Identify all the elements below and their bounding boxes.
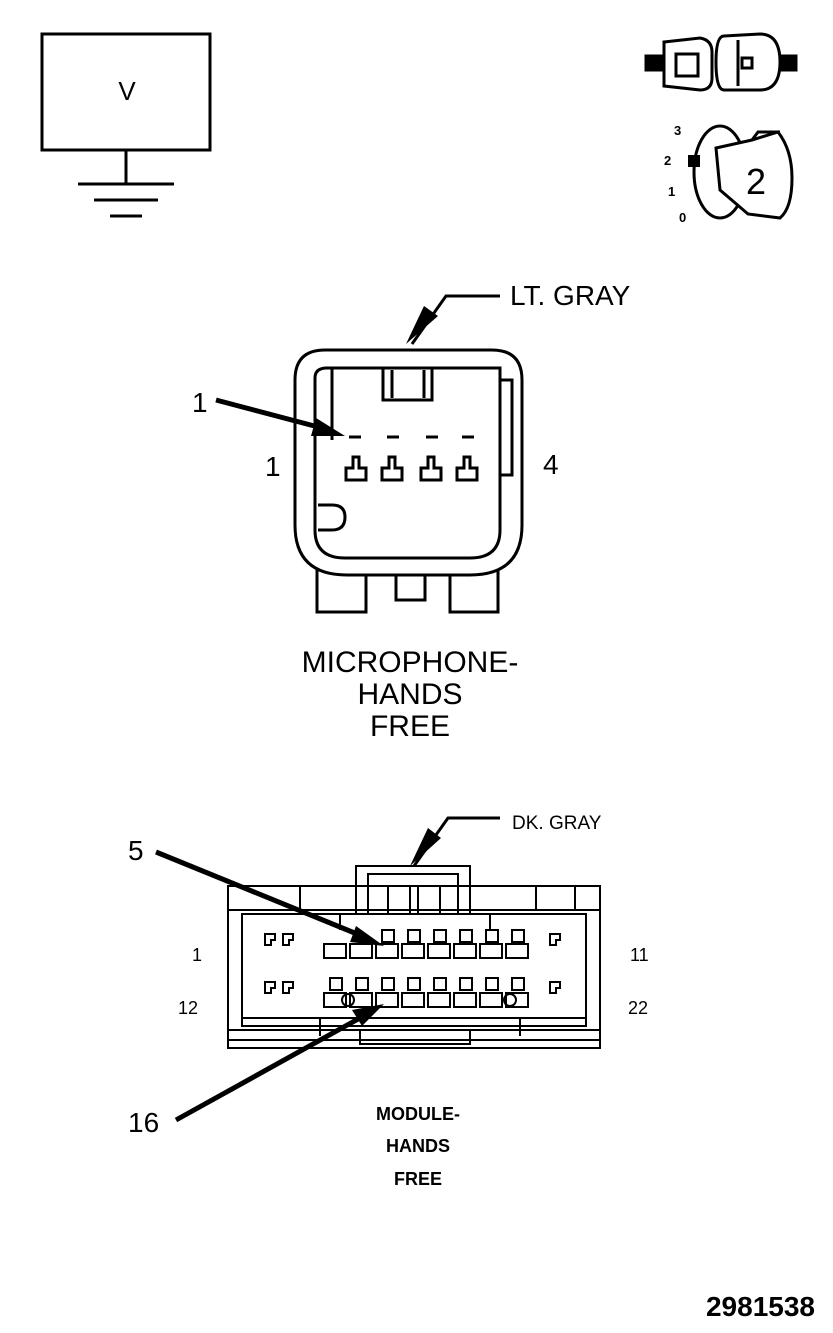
microphone-title-line-2: HANDS <box>357 678 462 711</box>
module-row1-terminals <box>264 929 561 959</box>
voltmeter-label: V <box>118 76 136 106</box>
voltmeter-symbol: V <box>40 32 212 218</box>
connector-disconnected-icon <box>644 32 798 92</box>
module-callout-bottom: 16 <box>128 1107 159 1138</box>
microphone-pin-callout: 1 <box>192 387 208 418</box>
ignition-position-3: 3 <box>674 123 681 138</box>
module-title-line-3: FREE <box>394 1169 442 1189</box>
ignition-position-1: 1 <box>668 184 675 199</box>
microphone-color-label: LT. GRAY <box>510 280 631 311</box>
module-row1-left-label: 1 <box>192 945 202 965</box>
module-row2-right-label: 22 <box>628 998 648 1018</box>
module-callout-top: 5 <box>128 835 144 866</box>
microphone-pin-right-label: 4 <box>543 449 559 480</box>
module-title-line-2: HANDS <box>386 1136 450 1156</box>
microphone-pin-left-label: 1 <box>265 451 281 482</box>
module-row2-terminals <box>264 977 561 1008</box>
ignition-key-position: 2 <box>746 161 766 202</box>
ignition-position-0: 0 <box>679 210 686 225</box>
ignition-position-2: 2 <box>664 153 671 168</box>
microphone-title-line-3: FREE <box>370 710 450 743</box>
microphone-connector: LT. GRAY 1 1 <box>192 280 631 743</box>
module-color-label: DK. GRAY <box>512 813 602 834</box>
module-connector: DK. GRAY <box>128 813 649 1189</box>
module-row1-right-label: 11 <box>630 945 649 965</box>
module-row2-left-label: 12 <box>178 998 198 1018</box>
microphone-terminals <box>344 455 479 482</box>
module-title-line-1: MODULE- <box>376 1104 460 1124</box>
figure-id: 2981538 <box>706 1291 815 1322</box>
microphone-title-line-1: MICROPHONE- <box>302 646 519 679</box>
ignition-key-icon: 3 2 1 0 2 <box>664 123 794 225</box>
